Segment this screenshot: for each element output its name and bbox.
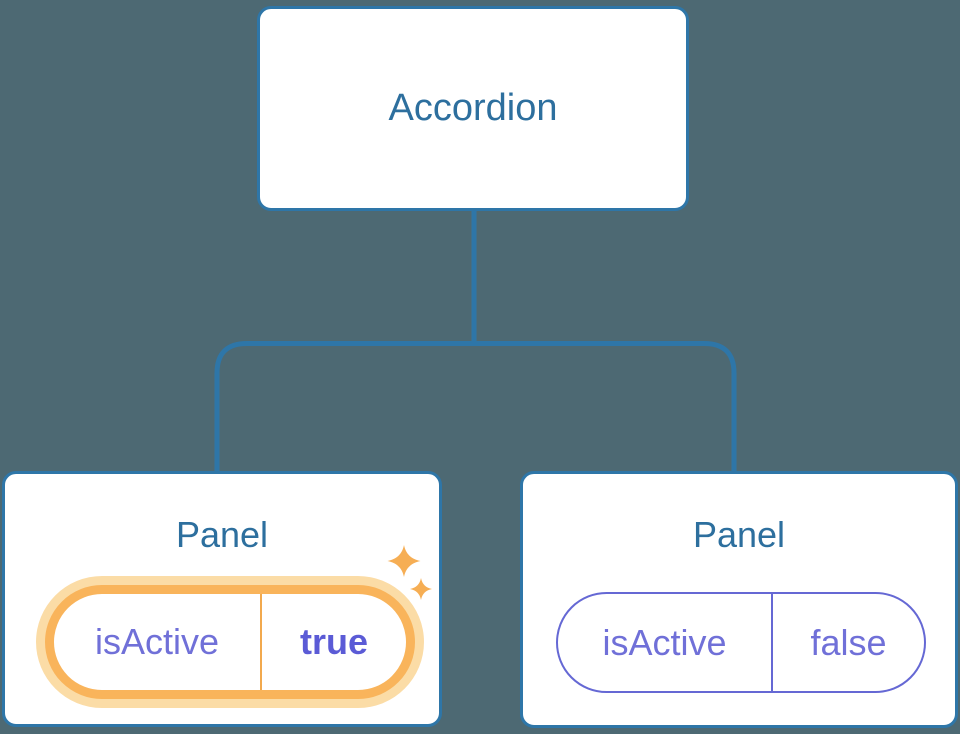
sparkle-large xyxy=(387,545,421,577)
state-prop-name: isActive xyxy=(54,594,262,690)
sparkle-small xyxy=(410,578,432,600)
panel-node-inactive: Panel isActive false xyxy=(520,471,958,728)
state-pill-inactive: isActive false xyxy=(556,592,926,693)
accordion-node: Accordion xyxy=(257,6,689,211)
panel-node-label: Panel xyxy=(175,514,269,555)
state-pill-active: isActive true xyxy=(45,585,415,699)
panel-node-label: Panel xyxy=(692,514,786,555)
state-prop-name: isActive xyxy=(558,594,773,691)
connector-branch-bracket xyxy=(214,341,737,472)
accordion-node-label: Accordion xyxy=(388,87,558,129)
sparkles-icon xyxy=(387,545,432,600)
state-prop-value: false xyxy=(810,621,887,663)
state-prop-value: true xyxy=(299,621,368,662)
panel-node-active: Panel isActive true xyxy=(2,471,442,727)
